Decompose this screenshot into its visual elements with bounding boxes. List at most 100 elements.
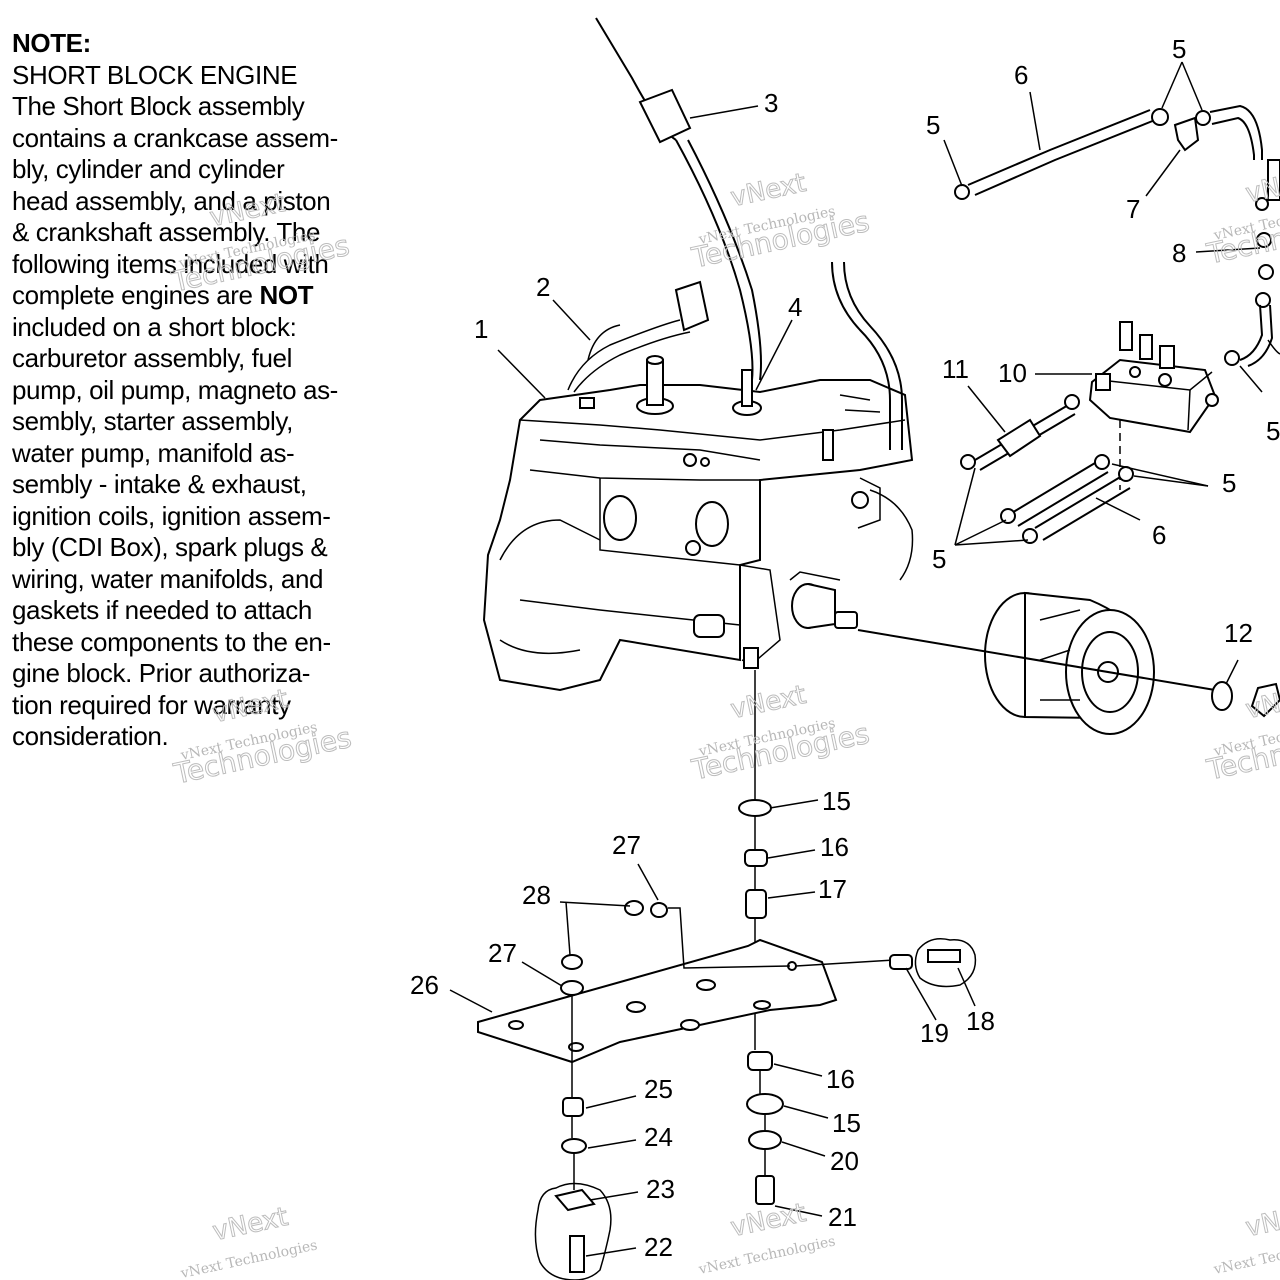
note-line: carburetor assembly, fuel bbox=[12, 343, 292, 373]
note-subheading: SHORT BLOCK ENGINE bbox=[12, 59, 298, 90]
washer-20 bbox=[748, 1130, 782, 1150]
callout-28: 28 bbox=[522, 880, 551, 910]
callout-26: 26 bbox=[410, 970, 439, 1000]
callout-6: 6 bbox=[1152, 520, 1166, 550]
note-line: & crankshaft assembly. The bbox=[12, 217, 320, 247]
bolt-21 bbox=[755, 1175, 775, 1205]
crankshaft-axis bbox=[857, 629, 1216, 691]
watermark-word: Technologies bbox=[1203, 717, 1280, 787]
note-line: ignition coils, ignition assem- bbox=[12, 500, 331, 531]
watermark: vNext vNext Technologies Technologies bbox=[168, 188, 353, 300]
callout-25: 25 bbox=[644, 1074, 673, 1104]
leader-lines bbox=[449, 61, 1263, 1257]
fuel-line-assembly bbox=[954, 104, 1280, 367]
note-line: gine block. Prior authoriza- bbox=[12, 658, 311, 688]
note-line: water pump, manifold as- bbox=[12, 437, 295, 468]
note-line: tion required for warranty bbox=[12, 689, 291, 720]
note-line: contains a crankcase assem- bbox=[12, 122, 338, 153]
callout-27: 27 bbox=[488, 938, 517, 968]
callout-24: 24 bbox=[644, 1122, 673, 1152]
bushing-17 bbox=[745, 889, 767, 919]
watermark-company: vNext Technologies bbox=[179, 1237, 319, 1280]
callout-8: 8 bbox=[1172, 238, 1186, 268]
callout-22: 22 bbox=[644, 1232, 673, 1262]
left-mount-stack bbox=[534, 900, 791, 1280]
spacer-16-lower bbox=[747, 1051, 773, 1071]
watermark-brand: vNext bbox=[728, 1198, 809, 1243]
note-line: following items included with bbox=[12, 248, 329, 279]
callout-15: 15 bbox=[822, 786, 851, 816]
note-line: bly, cylinder and cylinder bbox=[12, 154, 285, 184]
side-bolt bbox=[889, 938, 977, 988]
short-block-note: NOTE: SHORT BLOCK ENGINE The Short Block… bbox=[12, 28, 392, 753]
grommet-15-lower bbox=[746, 1093, 784, 1115]
callout-5: 5 bbox=[1222, 468, 1236, 498]
note-line: consideration. bbox=[12, 721, 169, 751]
engine-block bbox=[482, 261, 914, 692]
note-line: sembly - intake & exhaust, bbox=[12, 469, 307, 499]
callout-19: 19 bbox=[920, 1018, 949, 1048]
callout-4: 4 bbox=[788, 292, 802, 322]
callout-16: 16 bbox=[826, 1064, 855, 1094]
note-line: head assembly, and a piston bbox=[12, 185, 331, 216]
callout-20: 20 bbox=[830, 1146, 859, 1176]
callout-5: 5 bbox=[1172, 34, 1186, 64]
engine-mount-stack bbox=[738, 670, 784, 1205]
watermark-word: Technologies bbox=[1203, 201, 1280, 271]
callout-10: 10 bbox=[998, 358, 1027, 388]
watermark: vNext vNext Technologies Technologies bbox=[688, 680, 873, 788]
callout-5: 5 bbox=[932, 544, 946, 574]
watermark-brand: vNext bbox=[728, 680, 809, 725]
watermark-company: vNext Technologies bbox=[697, 1233, 837, 1278]
watermark: vNext vNext Technologies bbox=[697, 1198, 837, 1279]
fuel-filter bbox=[960, 394, 1134, 544]
callout-23: 23 bbox=[646, 1174, 675, 1204]
callout-18: 18 bbox=[966, 1006, 995, 1036]
callout-5: 5 bbox=[926, 110, 940, 140]
watermark-brand: vNext bbox=[207, 188, 288, 233]
callout-12: 12 bbox=[1224, 618, 1253, 648]
note-line: pump, oil pump, magneto as- bbox=[12, 374, 338, 405]
note-not-emphasis: NOT bbox=[259, 280, 314, 310]
note-line: The Short Block assembly bbox=[12, 91, 305, 121]
watermark-company: vNext Technologies bbox=[1212, 1233, 1280, 1278]
note-line: these components to the en- bbox=[12, 626, 331, 657]
spacer-16-upper bbox=[744, 849, 768, 867]
callout-11: 11 bbox=[942, 354, 969, 384]
callout-3: 3 bbox=[764, 88, 778, 118]
watermark-brand: vNext bbox=[210, 1202, 291, 1247]
drive-clutch bbox=[984, 591, 1155, 735]
note-line: sembly, starter assembly, bbox=[12, 406, 293, 436]
fuel-pump bbox=[1088, 321, 1219, 490]
clutch-bolt bbox=[1250, 682, 1280, 718]
callout-27: 27 bbox=[612, 830, 641, 860]
note-line: bly (CDI Box), spark plugs & bbox=[12, 532, 328, 562]
watermark-brand: vNext bbox=[728, 168, 809, 213]
mounting-plate bbox=[477, 938, 896, 1064]
callout-17: 17 bbox=[818, 874, 847, 904]
note-line-not-prefix: complete engines are bbox=[12, 280, 260, 310]
callout-5: 5 bbox=[1266, 416, 1280, 446]
callout-labels: 1 2 3 4 5 5 5 5 5 6 6 7 8 10 11 12 15 15… bbox=[410, 34, 1280, 1262]
note-heading: NOTE: bbox=[12, 28, 91, 58]
callout-1: 1 bbox=[474, 314, 488, 344]
note-line: gaskets if needed to attach bbox=[12, 595, 312, 625]
watermark: vNext vNext Technologies Technologies bbox=[1203, 164, 1280, 272]
grommet-15-upper bbox=[738, 799, 772, 817]
note-line: included on a short block: bbox=[12, 311, 297, 342]
callout-2: 2 bbox=[536, 272, 550, 302]
note-line-not: complete engines are NOT bbox=[12, 280, 392, 312]
throttle-cable bbox=[595, 17, 762, 381]
washer-12 bbox=[1211, 681, 1233, 711]
callout-15: 15 bbox=[832, 1108, 861, 1138]
watermark: vNext vNext Technologies bbox=[1212, 1198, 1280, 1279]
watermark-brand: vNext bbox=[210, 684, 291, 729]
watermark: vNext vNext Technologies Technologies bbox=[688, 168, 873, 276]
callout-21: 21 bbox=[828, 1202, 857, 1232]
watermark: vNext vNext Technologies Technologies bbox=[170, 684, 355, 792]
note-line: wiring, water manifolds, and bbox=[12, 563, 324, 594]
callout-6: 6 bbox=[1014, 60, 1028, 90]
callout-7: 7 bbox=[1126, 194, 1140, 224]
callout-16: 16 bbox=[820, 832, 849, 862]
